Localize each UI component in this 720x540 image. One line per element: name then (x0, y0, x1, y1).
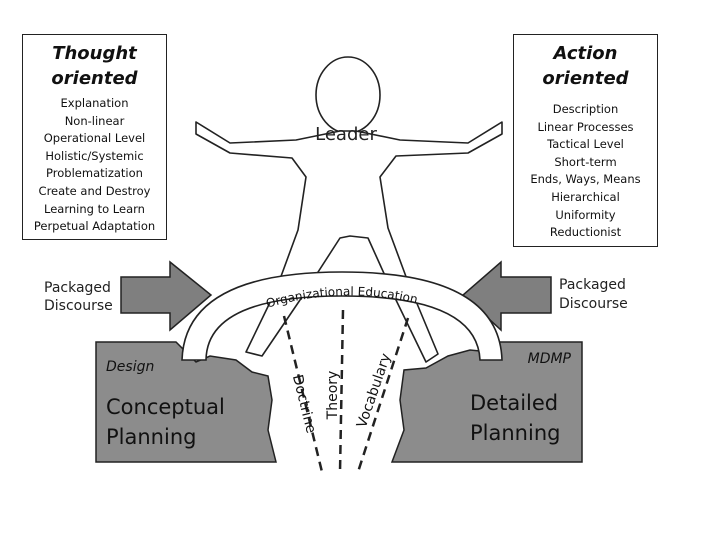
list-item: Hierarchical (551, 189, 620, 204)
list-item: Create and Destroy (38, 183, 151, 198)
list-item: Ends, Ways, Means (530, 172, 641, 187)
list-item: Learning to Learn (44, 201, 145, 216)
list-item: Linear Processes (537, 119, 634, 134)
list-item: Uniformity (555, 207, 616, 222)
left-packaged-discourse-arrow (120, 260, 213, 332)
right-arrow-label-line1: Packaged (559, 277, 626, 293)
doctrine-pillar-line (282, 315, 324, 473)
leader-label: Leader (315, 124, 377, 145)
theory-pillar-line (338, 309, 345, 473)
action-oriented-title: Action oriented (514, 41, 657, 91)
right-block-title-line2: Planning (470, 421, 560, 445)
theory-label: Theory (325, 371, 341, 421)
thought-oriented-title-line1: Thought (52, 43, 137, 64)
leader-head (315, 56, 381, 134)
left-block-title-line1: Conceptual (106, 395, 225, 419)
list-item: Non-linear (64, 113, 125, 128)
left-arrow-label-line2: Discourse (44, 298, 113, 314)
list-item: Explanation (60, 96, 129, 110)
pillar-lines (282, 309, 410, 473)
list-item: Operational Level (43, 131, 146, 146)
list-item: Tactical Level (547, 137, 624, 152)
left-block-tag: Design (106, 359, 154, 375)
list-item: Reductionist (549, 225, 622, 240)
list-item: Short-term (554, 154, 617, 169)
vocabulary-pillar-line (356, 317, 410, 473)
thought-oriented-list: Explanation Non-linear Operational Level… (23, 95, 166, 236)
list-item: Description (552, 102, 619, 116)
action-oriented-title-line2: oriented (542, 68, 629, 89)
right-arrow-label-line2: Discourse (559, 296, 628, 312)
action-oriented-title-line1: Action (553, 43, 618, 64)
leader-body (195, 121, 503, 363)
thought-oriented-title-line2: oriented (51, 68, 138, 89)
list-item: Holistic/Systemic (45, 148, 144, 163)
action-oriented-list: Description Linear Processes Tactical Le… (514, 101, 657, 242)
thought-oriented-box: Thought oriented Explanation Non-linear … (22, 34, 167, 240)
right-block-tag: MDMP (528, 351, 572, 367)
left-block-title-line2: Planning (106, 425, 196, 449)
organizational-education-arch (181, 271, 503, 361)
thought-oriented-title: Thought oriented (23, 41, 166, 91)
doctrine-label: Doctrine (289, 373, 319, 435)
list-item: Perpetual Adaptation (33, 219, 156, 234)
list-item: Problematization (46, 166, 143, 181)
action-oriented-box: Action oriented Description Linear Proce… (513, 34, 658, 247)
left-arrow-label-line1: Packaged (44, 280, 111, 296)
right-block-title-line1: Detailed (470, 391, 558, 415)
